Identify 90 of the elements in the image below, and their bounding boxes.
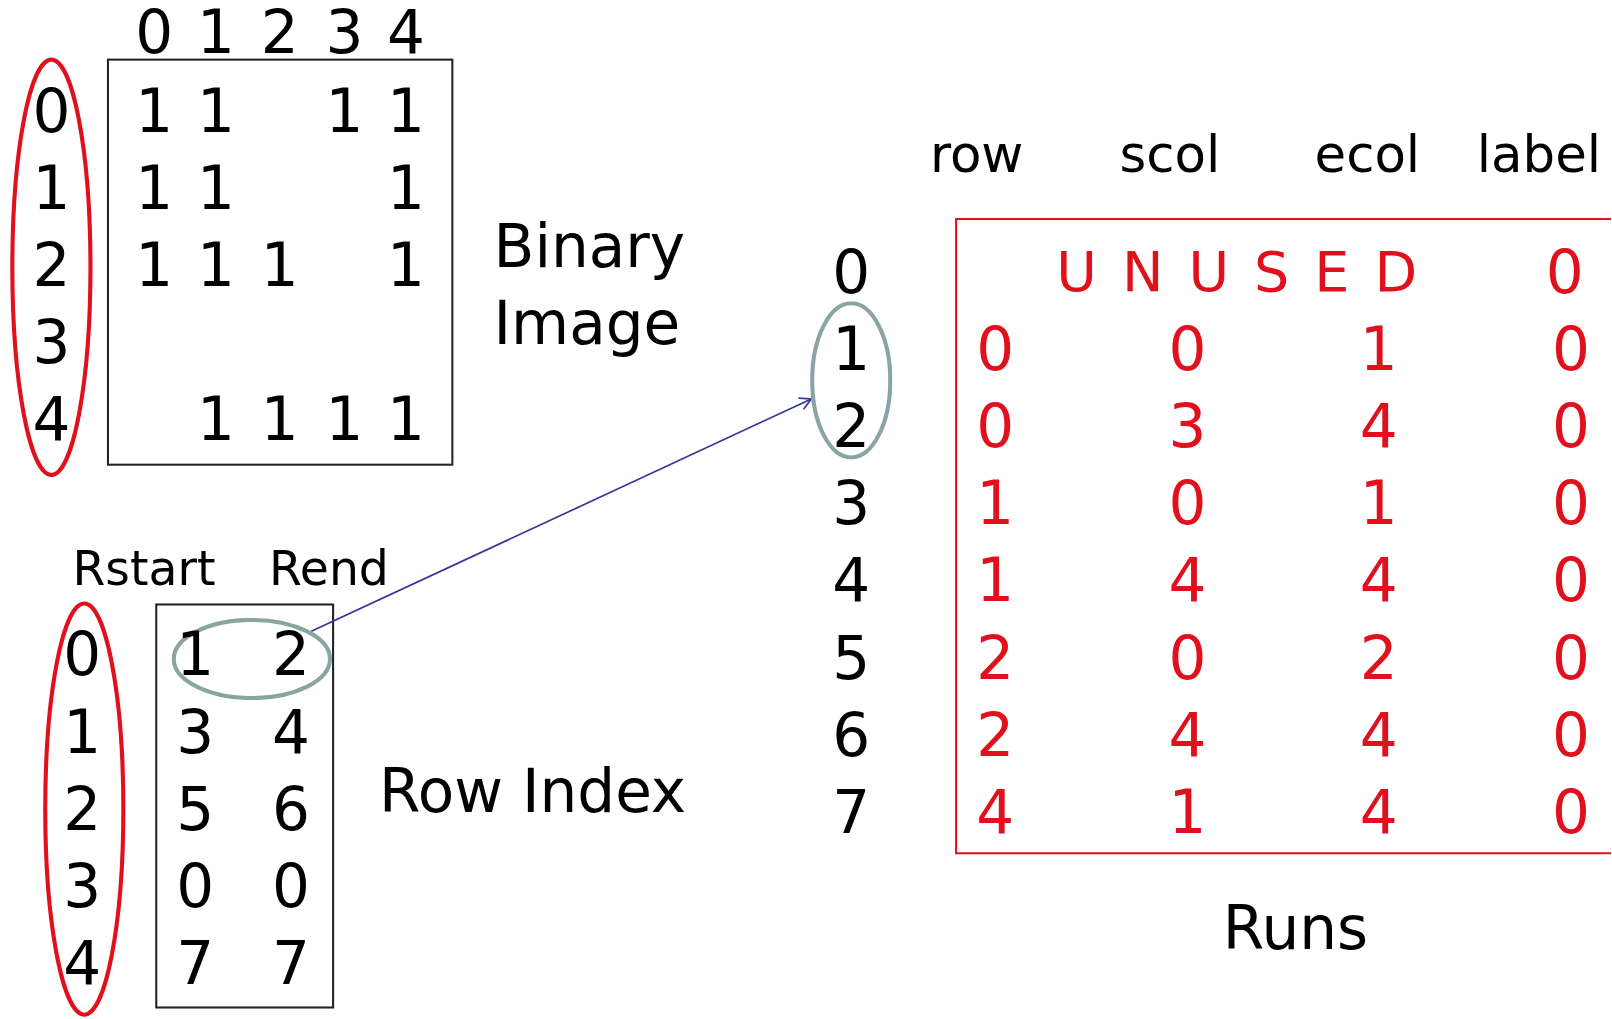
row-number: 4: [63, 933, 102, 994]
cell-value: 6: [271, 779, 310, 839]
cell-value: 5: [176, 779, 215, 839]
cell-value: 0: [1168, 628, 1207, 688]
cell-value: 0: [1551, 628, 1590, 688]
column-header: label: [1476, 128, 1602, 180]
cell-value: 2: [271, 625, 310, 685]
table-caption: Row Index: [379, 761, 687, 822]
column-number: 4: [387, 3, 426, 63]
cell-value: 0: [976, 319, 1015, 380]
column-header: Rend: [269, 544, 389, 593]
cell-value: 1: [325, 389, 364, 450]
cell-value: 1: [387, 235, 426, 296]
cell-value: 0: [1551, 551, 1590, 611]
row-number: 3: [832, 473, 871, 534]
row-number: 2: [832, 396, 871, 457]
cell-value: 4: [1168, 705, 1207, 765]
row-number: 2: [32, 235, 71, 296]
row-number: 1: [32, 158, 71, 218]
cell-value: 0: [1551, 319, 1590, 380]
cell-value: 3: [1168, 396, 1207, 457]
cell-value: 1: [976, 551, 1015, 611]
table-caption: Runs: [1222, 898, 1369, 959]
cell-value: 4: [976, 782, 1015, 842]
row-number: 0: [63, 625, 102, 685]
cell-value: 7: [271, 933, 310, 994]
cell-value: 0: [271, 856, 310, 916]
cell-value: 0: [1545, 242, 1584, 303]
row-number: 5: [832, 628, 871, 688]
cell-value: 1: [196, 389, 235, 450]
cell-value: 1: [196, 81, 235, 141]
cell-value: 1: [135, 235, 174, 296]
cell-value: 4: [1168, 551, 1207, 611]
arrow: [310, 397, 813, 633]
cell-value: 1: [260, 389, 299, 450]
cell-value: 2: [976, 628, 1015, 688]
cell-value: 0: [1551, 473, 1590, 534]
row-number: 3: [32, 312, 71, 373]
column-number: 3: [325, 3, 364, 63]
column-header: row: [929, 128, 1024, 180]
cell-value: 1: [1359, 473, 1398, 534]
column-number: 1: [196, 3, 235, 63]
cell-value: 4: [1359, 705, 1398, 765]
cell-value: 0: [1551, 782, 1590, 842]
cell-value: 2: [1359, 628, 1398, 688]
cell-value: 1: [1359, 319, 1398, 380]
cell-value: 1: [387, 389, 426, 450]
cell-value: 7: [176, 933, 215, 994]
cell-value: 4: [1359, 782, 1398, 842]
row-number: 4: [832, 551, 871, 611]
cell-value: 1: [325, 81, 364, 141]
row-number: 1: [63, 702, 102, 762]
column-number: 0: [135, 3, 174, 63]
cell-value: 1: [176, 625, 215, 685]
cell-value: 4: [1359, 396, 1398, 457]
column-header: scol: [1119, 128, 1221, 180]
row-number: 7: [832, 782, 871, 842]
cell-value: 4: [1359, 551, 1398, 611]
cell-value: 1: [976, 473, 1015, 534]
cell-value: 1: [1168, 782, 1207, 842]
row-number: 1: [832, 319, 871, 380]
row-number: 0: [832, 242, 871, 303]
cell-value: 1: [135, 81, 174, 141]
cell-value: 1: [260, 235, 299, 296]
cell-value: 2: [976, 705, 1015, 765]
row-number: 3: [63, 856, 102, 916]
cell-value: 0: [1551, 705, 1590, 765]
cell-value: 1: [387, 81, 426, 141]
cell-value: 0: [1168, 473, 1207, 534]
highlight-ellipse: [171, 617, 333, 701]
cell-value: 0: [1168, 319, 1207, 380]
cell-value: 4: [271, 702, 310, 762]
row-number: 0: [32, 81, 71, 141]
cell-value: UNUSED: [1055, 244, 1443, 301]
cell-value: 1: [196, 235, 235, 296]
table-caption: Binary Image: [493, 210, 687, 361]
row-number: 2: [63, 779, 102, 839]
cell-value: 0: [176, 856, 215, 916]
row-number: 4: [32, 389, 71, 450]
cell-value: 1: [135, 158, 174, 218]
row-number: 6: [832, 705, 871, 765]
column-number: 2: [260, 3, 299, 63]
cell-value: 3: [176, 702, 215, 762]
column-header: Rstart: [72, 544, 216, 593]
highlight-ellipse: [810, 301, 893, 460]
cell-value: 1: [196, 158, 235, 218]
cell-value: 0: [1551, 396, 1590, 457]
cell-value: 1: [387, 158, 426, 218]
column-header: ecol: [1314, 128, 1421, 180]
cell-value: 0: [976, 396, 1015, 457]
